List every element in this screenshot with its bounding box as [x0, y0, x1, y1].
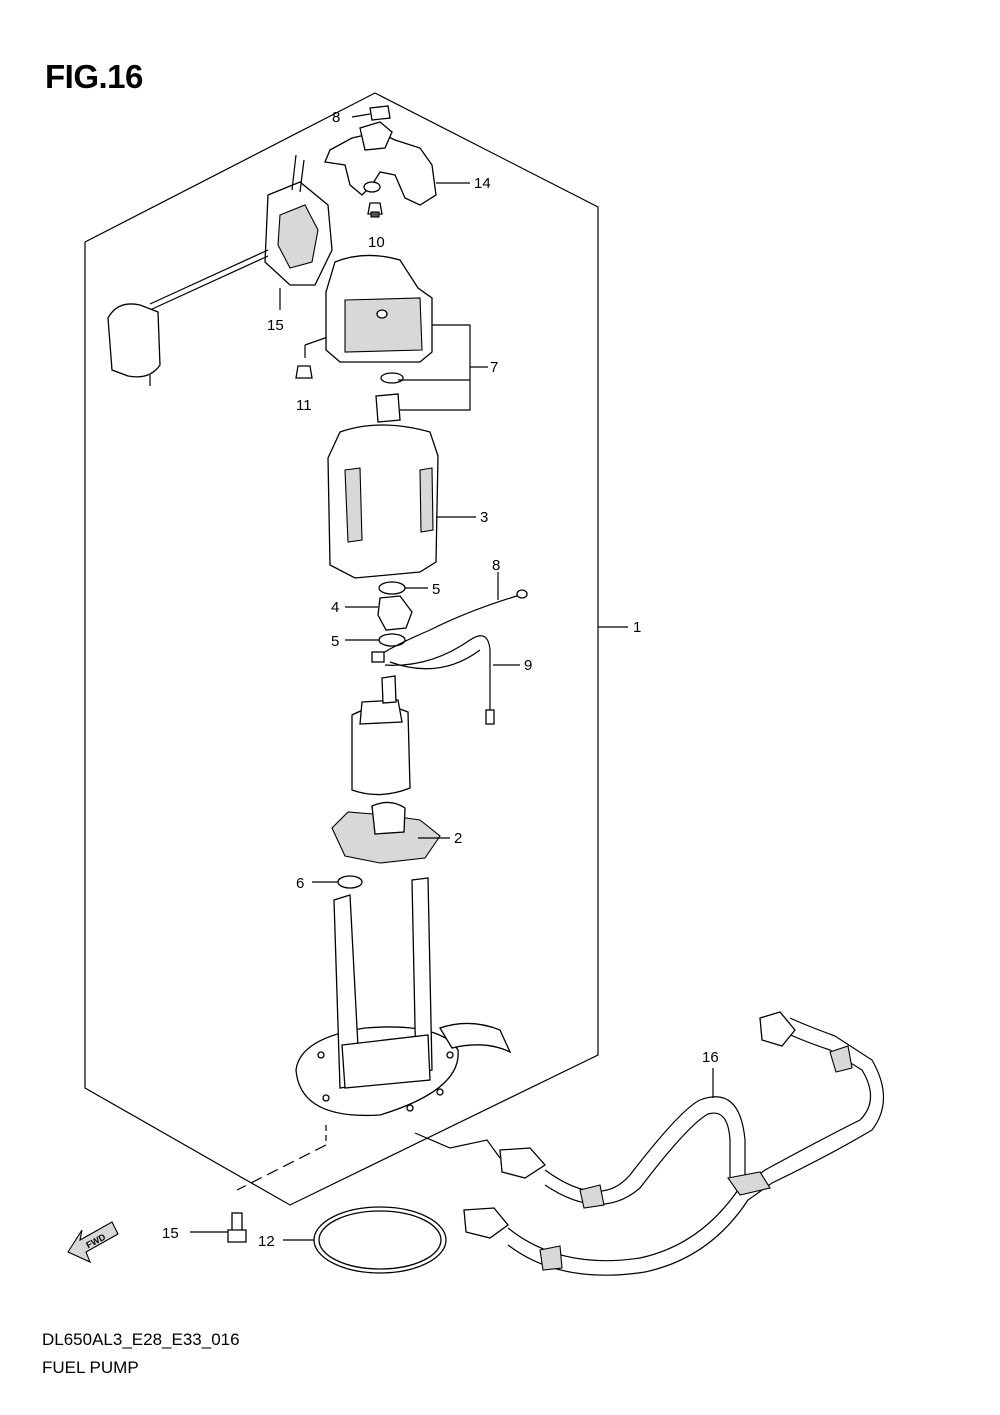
callout-12: 14 — [474, 175, 491, 192]
part-12-bracket — [324, 121, 470, 206]
part-8-ground-wire — [379, 572, 528, 656]
callout-9: 9 — [524, 657, 532, 674]
callout-7: 7 — [490, 359, 498, 376]
forward-direction-arrow-icon: FWD — [67, 1221, 119, 1264]
callout-11-top: 10 — [368, 234, 385, 251]
part-14-gasket — [283, 1206, 447, 1274]
figure-name: FUEL PUMP — [42, 1358, 139, 1377]
callout-5-upper: 5 — [432, 581, 440, 598]
figure-title: FIG.16 — [45, 58, 143, 95]
callout-8: 8 — [492, 557, 500, 574]
callout-16: 16 — [702, 1049, 719, 1066]
part-16-fuel-hose — [414, 1011, 884, 1276]
part-13-level-sender — [107, 154, 333, 386]
part-5-oring-lower — [345, 633, 406, 647]
pump-bracket-and-flange — [236, 877, 512, 1191]
part-9-wire-harness — [371, 635, 520, 725]
part-4-regulator — [345, 595, 413, 631]
callout-4: 4 — [331, 599, 339, 616]
callout-6: 6 — [296, 875, 304, 892]
part-7-upper-housing — [325, 254, 488, 411]
assembly-outline — [84, 92, 599, 1206]
callout-5-lower: 5 — [331, 633, 339, 650]
callout-2: 2 — [454, 830, 462, 847]
part-3-filter-housing — [327, 393, 476, 579]
callout-11-lower: 11 — [296, 397, 312, 414]
fuel-pump-motor — [351, 675, 411, 796]
part-15-bolt — [190, 1212, 247, 1243]
callout-1: 1 — [633, 619, 641, 636]
part-5-oring-upper — [378, 581, 428, 595]
drawing-code: DL650AL3_E28_E33_016 — [42, 1330, 240, 1349]
callout-14: 12 — [258, 1233, 275, 1250]
callout-13: 15 — [267, 317, 284, 334]
part-6-oring — [312, 875, 363, 889]
part-2-strainer — [331, 801, 450, 864]
part-10-clip — [351, 105, 391, 121]
callout-10: 8 — [332, 109, 340, 126]
part-11-screw-top — [367, 202, 383, 218]
callout-3: 3 — [480, 509, 488, 526]
callout-15: 15 — [162, 1225, 179, 1242]
